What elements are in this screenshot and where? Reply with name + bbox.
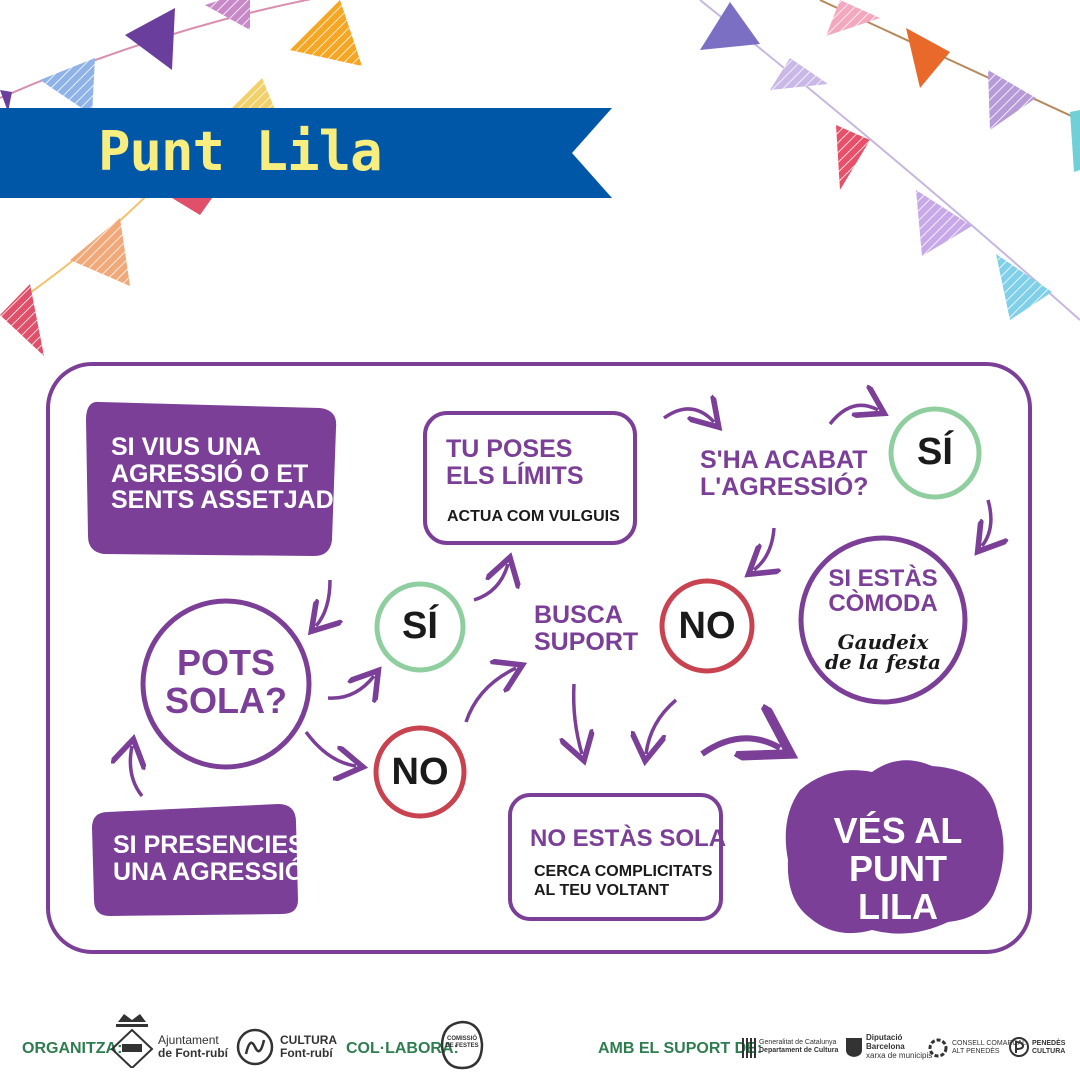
arrow <box>982 499 991 546</box>
comfortable-text: SI ESTÀS CÒMODA <box>828 565 938 618</box>
comfortable-circle <box>798 535 968 705</box>
bunting-decoration <box>0 0 1080 356</box>
start-victim-box <box>86 401 337 556</box>
page-title: Punt Lila <box>98 120 383 183</box>
penedes-logo-icon <box>1009 1037 1029 1057</box>
arrow <box>646 698 678 754</box>
arrow <box>304 730 356 766</box>
arrow <box>828 405 878 426</box>
diputacio-logo-icon <box>846 1038 862 1057</box>
consell-logo-text: CONSELL COMARCAL ALT PENEDÈS <box>952 1040 1027 1055</box>
arrow <box>316 579 330 626</box>
yes-2-circle <box>888 406 982 500</box>
start-witness-box <box>92 804 298 916</box>
not-alone-box <box>508 793 723 921</box>
comissio-logo-icon <box>440 1020 484 1070</box>
no-2-circle <box>659 578 755 674</box>
no-1-label: NO <box>391 751 449 793</box>
arrow <box>464 668 516 723</box>
generalitat-logo-text: Generalitat de Catalunya Departament de … <box>759 1039 839 1054</box>
generalitat-logo-icon <box>742 1038 756 1058</box>
colabora-label: COL·LABORA: <box>346 1040 459 1057</box>
cultura-logo-icon <box>236 1028 274 1066</box>
organitza-label: ORGANITZA: <box>22 1040 123 1057</box>
suport-label: AMB EL SUPORT DE: <box>598 1040 763 1057</box>
not-alone-subtitle: CERCA COMPLICITATS AL TEU VOLTANT <box>534 863 713 900</box>
diputacio-logo-text: Diputació Barcelona xarxa de municipis <box>866 1033 933 1060</box>
arrow <box>473 564 508 602</box>
no-2-label: NO <box>678 605 736 647</box>
yes-1-circle <box>374 581 466 673</box>
question-alone-text: POTS SOLA? <box>165 642 287 722</box>
flowchart-panel <box>46 362 1032 954</box>
not-alone-title: NO ESTÀS SOLA <box>530 825 727 852</box>
enjoy-text: Gaudeix de la festa <box>825 630 941 674</box>
start-witness-text: SI PRESENCIES UNA AGRESSIÓ <box>113 831 305 886</box>
go-punt-lila-text: VÉS AL PUNT LILA <box>833 810 963 928</box>
title-banner <box>0 108 612 198</box>
consell-logo-icon <box>928 1038 948 1058</box>
question-alone-circle <box>140 598 312 770</box>
yes-1-label: SÍ <box>402 605 438 647</box>
limits-title: TU POSES ELS LÍMITS <box>446 435 584 490</box>
limits-box <box>423 411 637 545</box>
arrow <box>754 527 774 570</box>
go-punt-lila-shape <box>785 760 1004 934</box>
flag <box>40 58 95 115</box>
arrow <box>700 738 780 754</box>
limits-subtitle: ACTUA COM VULGUIS <box>447 508 620 525</box>
arrow <box>662 409 714 422</box>
yes-2-label: SÍ <box>917 431 953 473</box>
start-victim-text: SI VIUS UNA AGRESSIÓ O ET SENTS ASSETJAD… <box>111 433 352 514</box>
seek-support-text: BUSCA SUPORT <box>534 601 639 656</box>
ajuntament-crest-icon <box>110 1014 154 1068</box>
penedes-logo-text: PENEDÈS CULTURA <box>1032 1040 1066 1055</box>
question-over-text: S'HA ACABAT L'AGRESSIÓ? <box>700 446 869 501</box>
arrow <box>574 683 582 754</box>
arrow <box>130 746 142 798</box>
no-1-circle <box>373 725 467 819</box>
comissio-logo-text: COMISSIÓ DE FESTES <box>445 1036 479 1049</box>
cultura-logo-text: CULTURA Font-rubí <box>280 1033 338 1061</box>
arrow <box>327 676 374 698</box>
ajuntament-logo-text: Ajuntament de Font-rubí <box>158 1033 228 1061</box>
